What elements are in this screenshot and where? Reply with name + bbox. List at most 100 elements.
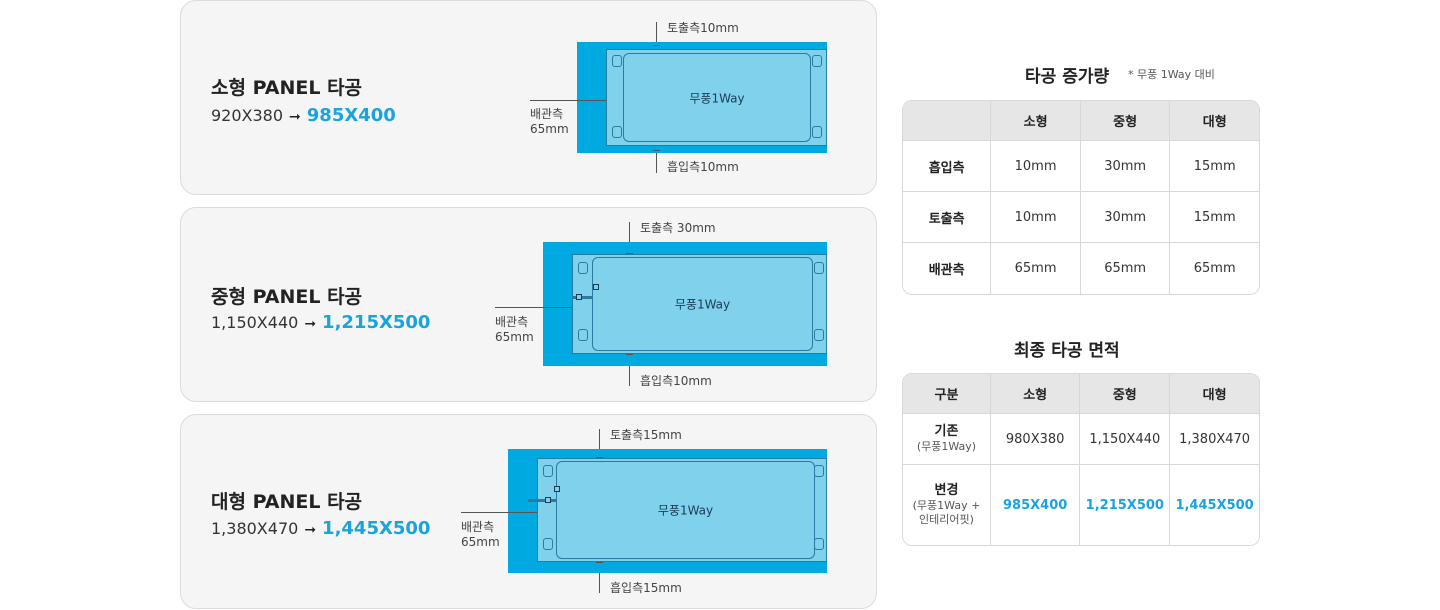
row-label-sub2: 인테리어핏) — [919, 513, 974, 526]
table-header-row: 소형 중형 대형 — [903, 101, 1259, 141]
top-dim-tick — [596, 457, 603, 458]
pipe-valve — [554, 486, 560, 492]
unit-label: 무풍1Way — [657, 503, 714, 518]
medium-panel-before-size: 1,150X440 — [211, 313, 299, 332]
unit-label: 무풍1Way — [689, 91, 745, 105]
row-label-sub: (무풍1Way) — [916, 440, 977, 453]
side-dim-label: 배관측 65mm — [461, 520, 500, 550]
pipe-connection — [572, 296, 592, 299]
corner-bracket — [578, 262, 588, 274]
table-cell: 15mm — [1170, 192, 1259, 243]
table-cell: 15mm — [1170, 141, 1259, 192]
table-cell: 10mm — [991, 141, 1081, 192]
increase-table: 소형 중형 대형 흡입측 10mm 30mm 15mm 토출측 10mm 30m… — [902, 100, 1260, 295]
pipe-valve — [545, 497, 551, 503]
table-header-cell: 대형 — [1170, 101, 1259, 141]
table-header-cell: 소형 — [991, 101, 1081, 141]
row-label: 변경 (무풍1Way + 인테리어핏) — [903, 465, 991, 545]
bottom-dim-tick — [653, 150, 660, 151]
top-dim-label: 토출측10mm — [667, 21, 739, 35]
large-panel-before-size: 1,380X470 — [211, 519, 299, 538]
side-dim-label-line1: 배관측 — [495, 315, 529, 329]
bottom-dim-line — [599, 573, 600, 593]
table-header-cell: 중형 — [1080, 101, 1171, 141]
corner-bracket — [812, 126, 822, 138]
final-area-table: 구분 소형 중형 대형 기존 (무풍1Way) 980X380 1,150X44… — [902, 373, 1260, 546]
side-dim-label-line2: 65mm — [461, 535, 500, 549]
arrow-right-icon: ➞ — [304, 522, 317, 538]
table-header-cell: 중형 — [1080, 374, 1171, 414]
top-dim-line — [629, 222, 630, 242]
large-panel-title: 대형 PANEL 타공 — [211, 491, 363, 513]
table-row: 배관측 65mm 65mm 65mm — [903, 243, 1259, 294]
top-dim-tick — [626, 253, 633, 254]
corner-bracket — [612, 55, 622, 67]
top-dim-label: 토출측 30mm — [640, 221, 716, 235]
table-cell: 30mm — [1080, 141, 1171, 192]
unit-label: 무풍1Way — [674, 297, 731, 312]
table-header-cell: 구분 — [903, 374, 991, 414]
bottom-dim-line — [656, 153, 657, 173]
top-dim-tick — [653, 45, 660, 46]
side-dim-line — [461, 512, 537, 513]
table-cell: 1,150X440 — [1080, 414, 1171, 465]
bottom-dim-label: 흡입측10mm — [667, 160, 739, 174]
corner-bracket — [814, 465, 824, 477]
table-row: 흡입측 10mm 30mm 15mm — [903, 141, 1259, 192]
small-panel-title: 소형 PANEL 타공 — [211, 77, 363, 99]
row-label-sub: (무풍1Way + — [912, 499, 981, 512]
table-cell: 1,380X470 — [1170, 414, 1259, 465]
top-dim-line — [656, 22, 657, 42]
side-dim-label-line1: 배관측 — [530, 107, 564, 121]
pipe-connection — [528, 499, 556, 502]
table-header-row: 구분 소형 중형 대형 — [903, 374, 1259, 414]
table-row: 변경 (무풍1Way + 인테리어핏) 985X400 1,215X500 1,… — [903, 465, 1259, 545]
row-label: 배관측 — [903, 243, 992, 294]
corner-bracket — [543, 538, 553, 550]
large-panel-after-size: 1,445X500 — [322, 518, 431, 539]
corner-bracket — [814, 329, 824, 341]
medium-panel-after-size: 1,215X500 — [322, 312, 431, 333]
medium-panel-sizes: 1,150X440 ➞ 1,215X500 — [211, 312, 430, 333]
corner-bracket — [612, 126, 622, 138]
top-dim-label: 토출측15mm — [610, 428, 682, 442]
table-cell: 65mm — [991, 243, 1081, 294]
bottom-dim-line — [629, 366, 630, 386]
table-cell: 10mm — [991, 192, 1081, 243]
medium-panel-title: 중형 PANEL 타공 — [211, 286, 363, 308]
arrow-right-icon: ➞ — [289, 109, 301, 125]
indoor-unit: 무풍1Way — [592, 257, 813, 351]
table-header-cell — [903, 101, 992, 141]
corner-bracket — [814, 262, 824, 274]
corner-bracket — [812, 55, 822, 67]
side-dim-label-line2: 65mm — [495, 330, 534, 344]
increase-heading: 타공 증가량 — [1025, 67, 1110, 87]
table-header-cell: 소형 — [990, 374, 1081, 414]
increase-note: * 무풍 1Way 대비 — [1128, 68, 1215, 81]
side-dim-label: 배관측 65mm — [495, 315, 534, 345]
corner-bracket — [543, 465, 553, 477]
corner-bracket — [814, 538, 824, 550]
bottom-dim-tick — [626, 354, 633, 355]
side-dim-line — [530, 100, 606, 101]
indoor-unit: 무풍1Way — [623, 53, 811, 142]
pipe-valve — [593, 284, 599, 290]
table-cell: 65mm — [1170, 243, 1259, 294]
bottom-dim-tick — [596, 562, 603, 563]
arrow-right-icon: ➞ — [304, 316, 317, 332]
side-dim-label: 배관측 65mm — [530, 107, 569, 137]
table-row: 토출측 10mm 30mm 15mm — [903, 192, 1259, 243]
side-dim-label-line2: 65mm — [530, 122, 569, 136]
bottom-dim-label: 흡입측15mm — [610, 581, 682, 595]
table-cell: 980X380 — [990, 414, 1081, 465]
side-dim-line — [495, 307, 572, 308]
top-dim-line — [599, 429, 600, 449]
side-dim-label-line1: 배관측 — [461, 520, 495, 534]
table-cell-highlight: 1,215X500 — [1080, 465, 1171, 545]
table-cell: 30mm — [1080, 192, 1171, 243]
corner-bracket — [578, 329, 588, 341]
row-label-main: 기존 — [934, 424, 959, 439]
table-header-cell: 대형 — [1170, 374, 1259, 414]
indoor-unit: 무풍1Way — [556, 461, 815, 559]
row-label: 토출측 — [903, 192, 992, 243]
